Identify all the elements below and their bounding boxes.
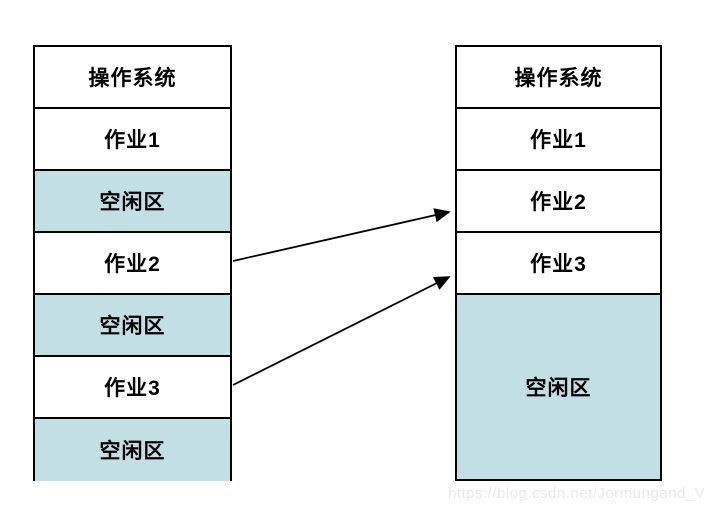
- memory-cell-os: 操作系统: [35, 47, 230, 109]
- watermark-text: https://blog.csdn.net/Jormungand_V: [448, 485, 706, 502]
- memory-column-after: 操作系统 作业1 作业2 作业3 空闲区: [455, 45, 662, 481]
- memory-cell-job3: 作业3: [457, 233, 660, 295]
- memory-cell-job2: 作业2: [35, 233, 230, 295]
- memory-cell-os: 操作系统: [457, 47, 660, 109]
- memory-cell-job1: 作业1: [457, 109, 660, 171]
- memory-cell-free-2: 空闲区: [35, 295, 230, 357]
- memory-cell-free-big: 空闲区: [457, 295, 660, 479]
- arrow-job2-move: [232, 208, 451, 262]
- memory-cell-free-1: 空闲区: [35, 171, 230, 233]
- memory-cell-free-3: 空闲区: [35, 419, 230, 481]
- memory-cell-job1: 作业1: [35, 109, 230, 171]
- arrow-job3-move: [232, 276, 451, 386]
- memory-column-before: 操作系统 作业1 空闲区 作业2 空闲区 作业3 空闲区: [33, 45, 232, 481]
- memory-cell-job3: 作业3: [35, 357, 230, 419]
- memory-cell-job2: 作业2: [457, 171, 660, 233]
